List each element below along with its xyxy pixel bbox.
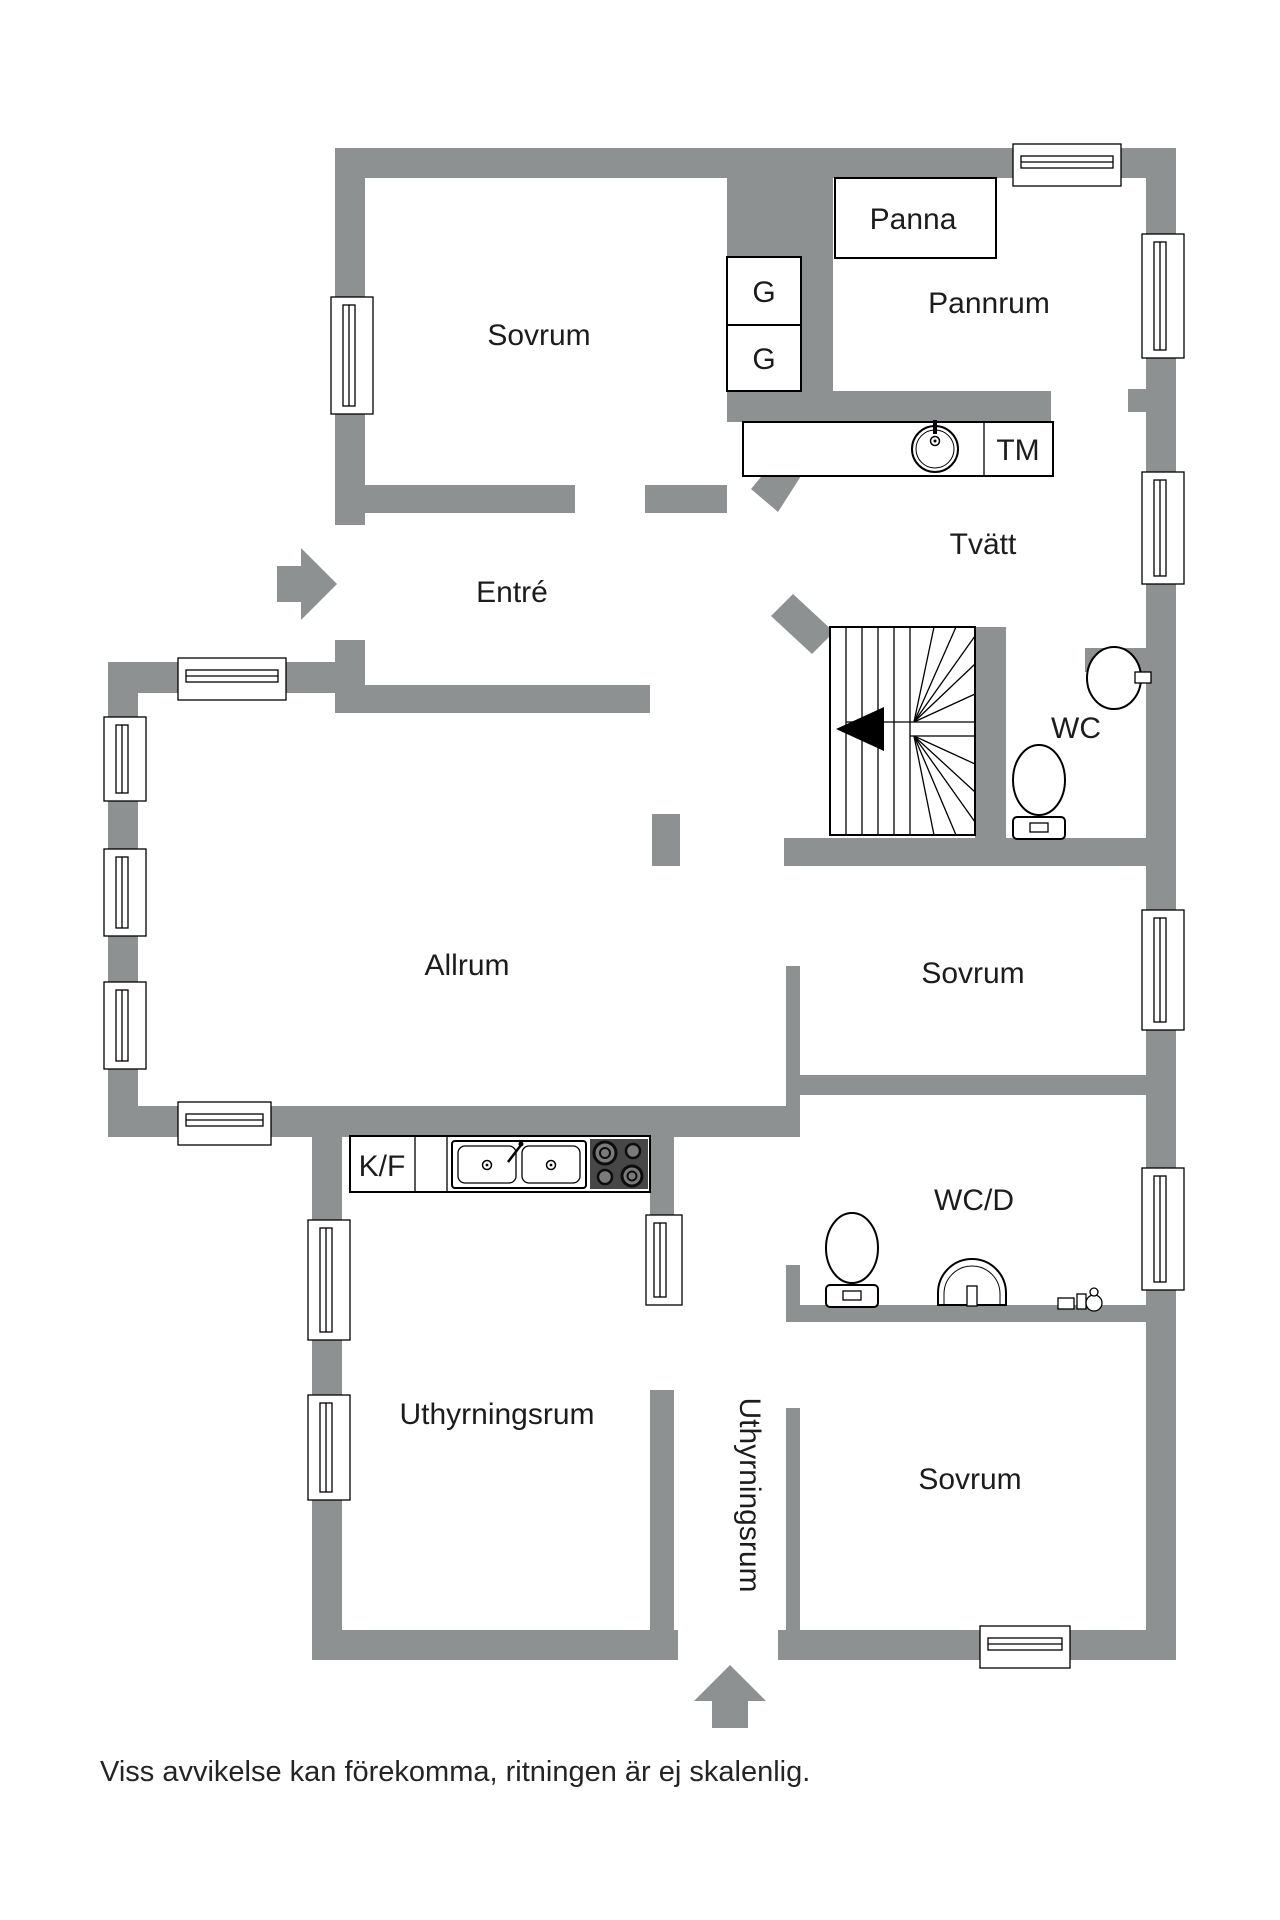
window-icon — [103, 981, 147, 1070]
window-icon — [645, 1214, 683, 1306]
staircase — [829, 626, 976, 836]
window-icon — [103, 848, 147, 937]
window-icon — [330, 296, 374, 415]
room-label-sovrum-top: Sovrum — [487, 319, 590, 352]
window-icon — [177, 1101, 272, 1146]
washbasin-icon — [1086, 646, 1152, 710]
stove-icon — [590, 1139, 648, 1189]
room-label-uthyrningsrum-corridor: Uthyrningsrum — [733, 1397, 766, 1592]
toilet-icon — [825, 1212, 879, 1308]
entry-arrow-icon — [694, 1665, 766, 1728]
room-labels: Sovrum Panna Pannrum G G TM Tvätt Entré … — [359, 203, 1101, 1593]
window-icon — [1141, 471, 1185, 585]
room-label-uthyrningsrum-left: Uthyrningsrum — [399, 1398, 594, 1431]
appliance-label-tm: TM — [996, 434, 1039, 467]
window-icon — [103, 716, 147, 802]
window-icon — [1012, 143, 1122, 187]
room-label-panna: Panna — [870, 203, 957, 236]
window-icon — [1141, 909, 1185, 1031]
closets-and-boxes — [726, 177, 997, 392]
kitchen-sink-icon — [451, 1140, 587, 1189]
room-label-entre: Entré — [476, 576, 548, 609]
kitchen-counter — [349, 1135, 651, 1193]
wcd-fixtures — [825, 1212, 1103, 1312]
window-icon — [1141, 233, 1185, 359]
closet-label-g2: G — [752, 343, 775, 376]
laundry-sink-icon — [911, 420, 959, 473]
closet-g2 — [726, 324, 802, 392]
window-icon — [1141, 1167, 1185, 1291]
room-label-wcd: WC/D — [934, 1184, 1014, 1217]
room-label-sovrum-mid: Sovrum — [921, 957, 1024, 990]
window-icon — [177, 657, 287, 701]
laundry-counter — [742, 420, 1054, 477]
windows — [103, 143, 1185, 1669]
closet-g1 — [726, 256, 802, 326]
appliance-label-kf: K/F — [359, 1150, 406, 1183]
tap-fittings-icon — [1057, 1287, 1103, 1312]
window-icon — [307, 1394, 351, 1501]
toilet-icon — [1012, 744, 1066, 840]
panna-box — [834, 177, 997, 259]
room-label-sovrum-bottom: Sovrum — [918, 1463, 1021, 1496]
wc-fixtures — [1012, 646, 1152, 840]
walls — [108, 148, 1176, 1660]
disclaimer-text: Viss avvikelse kan förekomma, ritningen … — [100, 1756, 810, 1788]
closet-label-g1: G — [752, 276, 775, 309]
room-label-wc: WC — [1051, 712, 1101, 745]
window-icon — [979, 1625, 1071, 1669]
washbasin-icon — [937, 1258, 1007, 1307]
room-label-allrum: Allrum — [424, 949, 509, 982]
entry-arrow-icon — [277, 548, 337, 620]
stairs-direction-arrow-icon — [836, 707, 884, 751]
window-icon — [307, 1219, 351, 1341]
room-label-pannrum: Pannrum — [928, 287, 1050, 320]
room-label-tvatt: Tvätt — [950, 528, 1017, 561]
